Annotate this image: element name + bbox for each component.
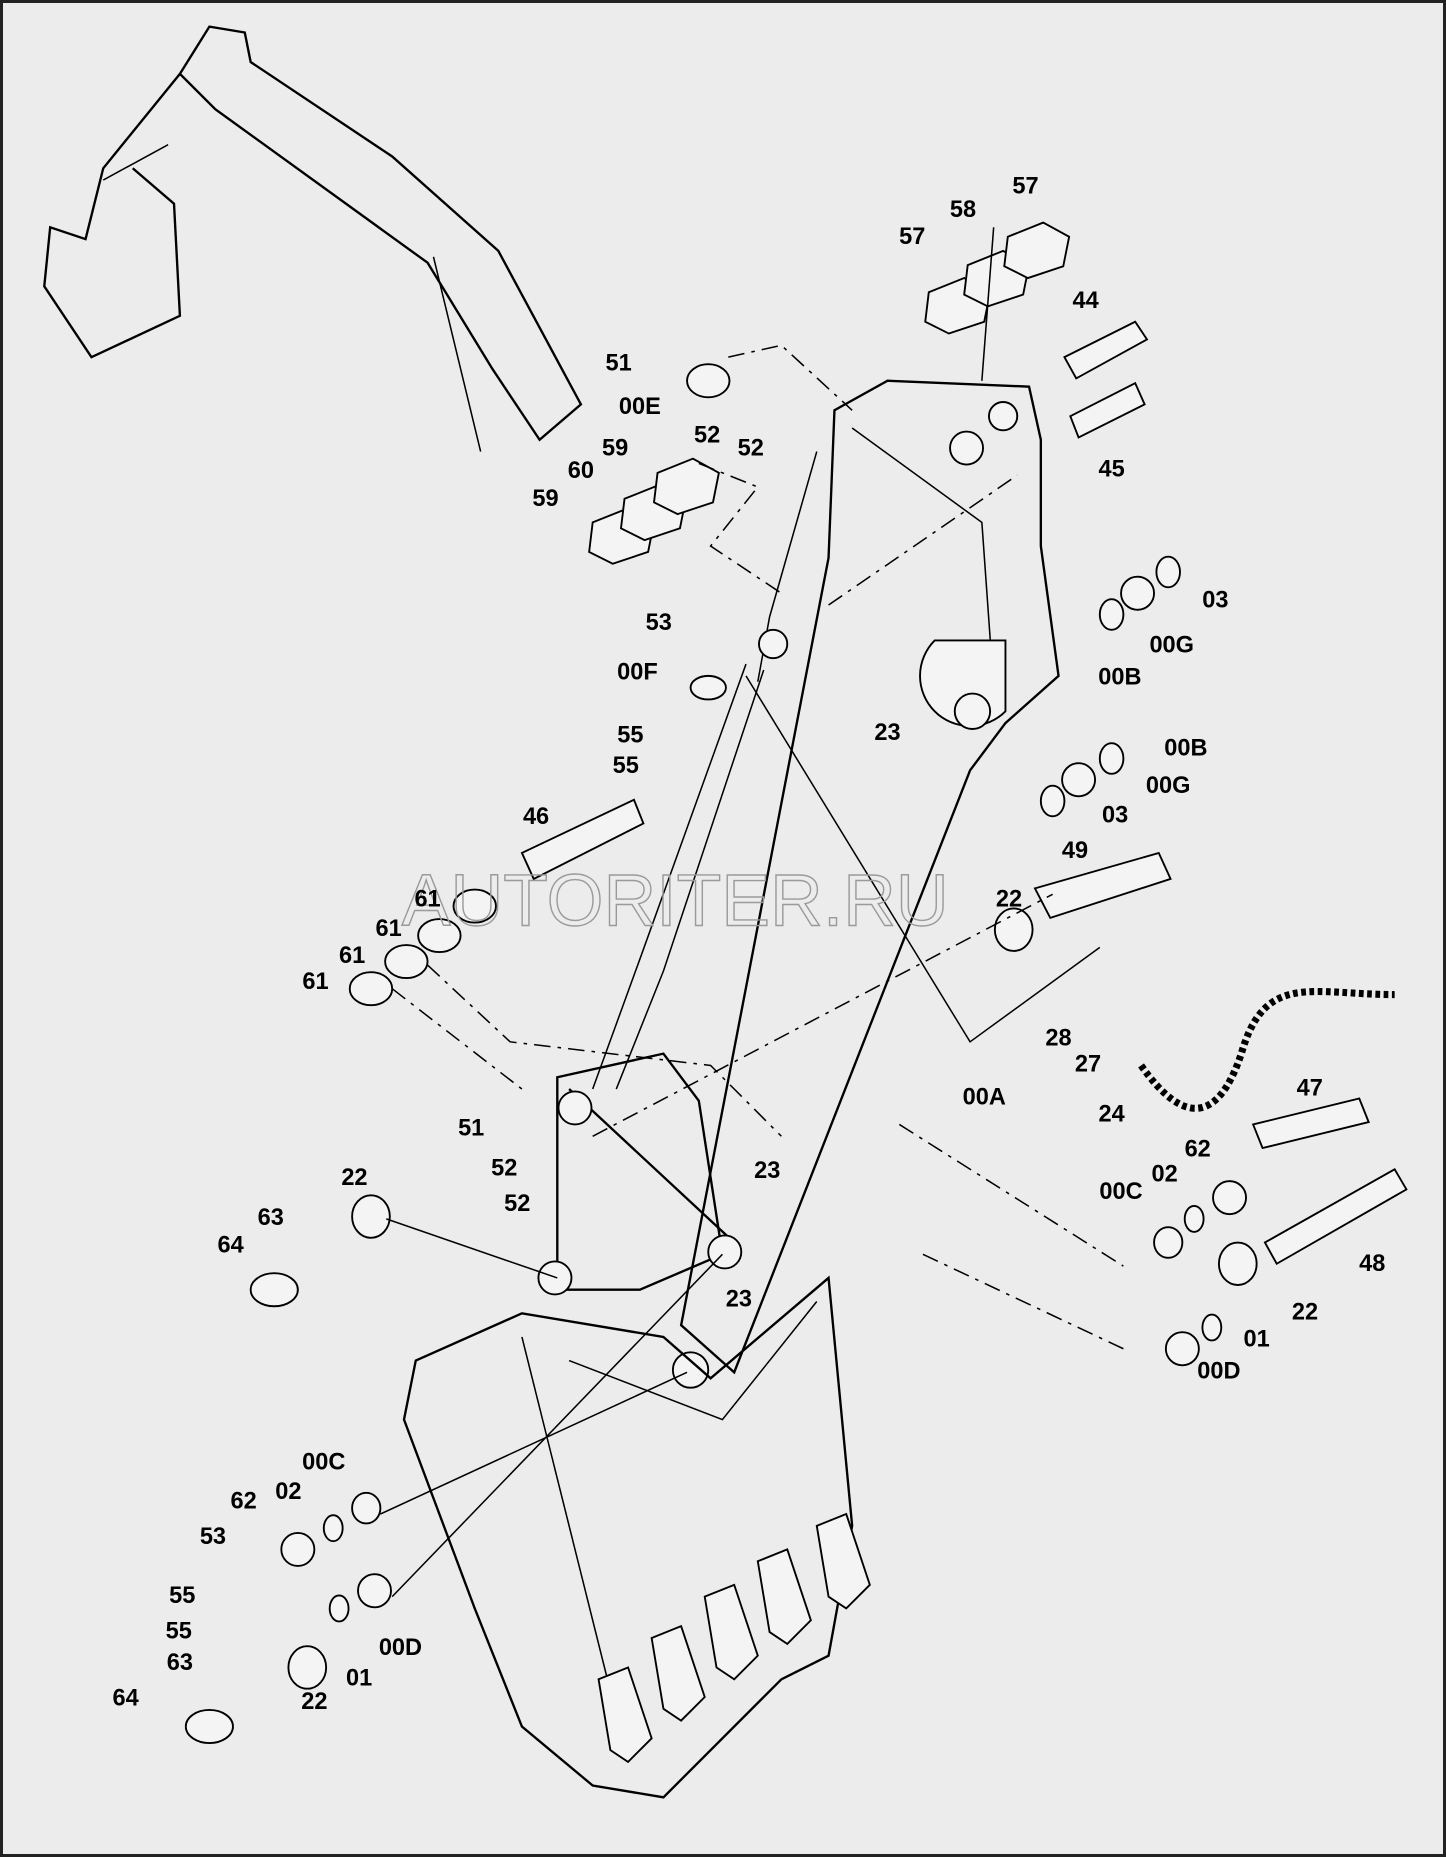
part-label: 00E <box>619 393 661 419</box>
part-label: 55 <box>617 721 643 747</box>
part-label: 22 <box>996 885 1022 911</box>
part-label: 64 <box>113 1685 139 1711</box>
part-label: 46 <box>523 803 549 829</box>
part-label: 24 <box>1098 1100 1124 1126</box>
part-label: 59 <box>602 434 628 460</box>
part-label: 52 <box>491 1155 517 1181</box>
part-label: 57 <box>899 223 925 249</box>
part-label: 61 <box>414 885 440 911</box>
part-label: 00F <box>617 659 658 685</box>
part-label: 62 <box>1185 1136 1211 1162</box>
part-label: 00B <box>1098 663 1141 689</box>
part-label: 00G <box>1146 772 1191 798</box>
part-label: 01 <box>1244 1326 1270 1352</box>
pins <box>520 320 1408 1266</box>
part-label: 52 <box>694 421 720 447</box>
part-label: 00G <box>1149 632 1194 658</box>
part-label: 63 <box>258 1204 284 1230</box>
part-label: 22 <box>1292 1299 1318 1325</box>
part-label: 51 <box>458 1114 484 1140</box>
diagram-drawing: AUTORITER.RU 57 58 57 44 45 51 00E 52 52… <box>43 25 1408 1799</box>
part-label: 47 <box>1297 1074 1323 1100</box>
part-label: 00A <box>963 1084 1006 1110</box>
part-label: 61 <box>376 915 402 941</box>
hydraulic-hose <box>1138 988 1395 1112</box>
watermark: AUTORITER.RU <box>402 859 949 941</box>
part-label: 49 <box>1062 837 1088 863</box>
part-label: 23 <box>754 1157 780 1183</box>
part-label: 22 <box>341 1164 367 1190</box>
part-label: 00B <box>1164 734 1207 760</box>
part-label: 55 <box>613 752 639 778</box>
part-label: 59 <box>532 485 558 511</box>
part-label: 23 <box>726 1286 752 1312</box>
rings-shims <box>184 221 1258 1744</box>
part-label: 02 <box>1152 1160 1178 1186</box>
part-label: 03 <box>1202 587 1228 613</box>
part-label: 22 <box>301 1688 327 1714</box>
part-label: 01 <box>346 1665 372 1691</box>
part-label: 00C <box>1099 1178 1142 1204</box>
part-label: 51 <box>606 349 632 375</box>
bucket-drawing <box>402 1052 871 1799</box>
part-label: 52 <box>738 434 764 460</box>
part-label: 48 <box>1359 1250 1385 1276</box>
part-labels: 57 58 57 44 45 51 00E 52 52 59 60 59 53 … <box>113 172 1386 1714</box>
excavator-inset-drawing <box>43 25 583 452</box>
part-label: 61 <box>339 942 365 968</box>
part-label: 44 <box>1073 287 1099 313</box>
part-label: 64 <box>218 1231 244 1257</box>
arm-drawing <box>591 379 1060 1375</box>
part-label: 28 <box>1045 1025 1071 1051</box>
leader-lines <box>380 227 1124 1598</box>
part-label: 62 <box>230 1487 256 1513</box>
bucket-teeth <box>597 1512 871 1764</box>
part-label: 53 <box>646 609 672 635</box>
part-label: 61 <box>302 968 328 994</box>
part-label: 60 <box>568 457 594 483</box>
part-label: 00D <box>1197 1358 1240 1384</box>
part-label: 52 <box>504 1190 530 1216</box>
part-label: 23 <box>874 719 900 745</box>
part-label: 55 <box>169 1582 195 1608</box>
part-label: 00C <box>302 1448 345 1474</box>
part-label: 55 <box>166 1617 192 1643</box>
part-label: 45 <box>1098 456 1124 482</box>
part-label: 63 <box>167 1649 193 1675</box>
part-label: 27 <box>1075 1051 1101 1077</box>
part-label: 00D <box>379 1634 422 1660</box>
part-label: 02 <box>275 1478 301 1504</box>
part-label: 57 <box>1012 172 1038 198</box>
part-label: 03 <box>1102 802 1128 828</box>
part-label: 58 <box>950 196 976 222</box>
part-label: 53 <box>200 1523 226 1549</box>
